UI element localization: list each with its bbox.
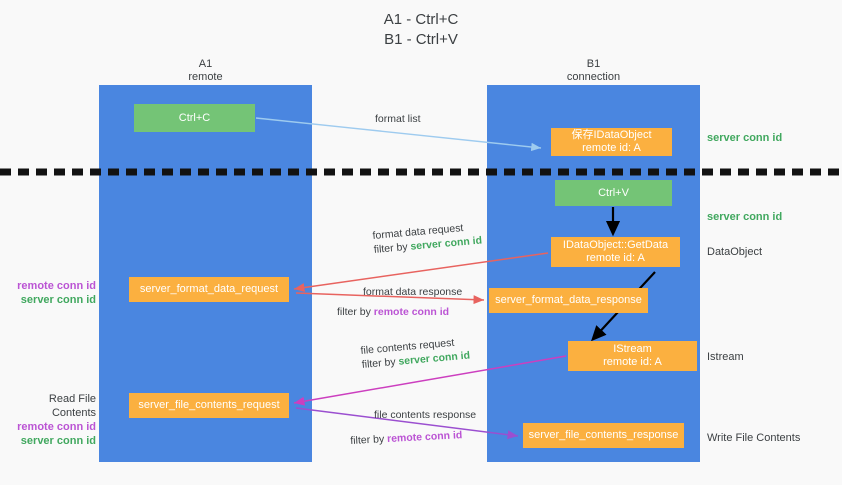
box-ctrl-c-label: Ctrl+C (178, 111, 211, 124)
label-file-contents-request-group: file contents request filter by server c… (360, 335, 471, 372)
label-filter-by-4: filter by remote conn id (350, 428, 463, 448)
divider-dashed-line (0, 168, 842, 176)
label-server-conn-id-mid: server conn id (707, 211, 783, 223)
box-server-file-contents-request-label: server_file_contents_request (138, 399, 280, 411)
filter-target-2: remote conn id (373, 306, 450, 318)
box-idataobject-title: 保存IDataObject (571, 129, 652, 141)
filter-by-text-4: filter by (350, 433, 385, 447)
box-ctrl-c[interactable]: Ctrl+C (134, 104, 255, 132)
box-server-file-contents-response[interactable]: server_file_contents_response (523, 423, 684, 448)
box-istream-title: IStream (613, 343, 652, 355)
label-remote-conn-id-2: remote conn id (17, 421, 96, 433)
label-istream: Istream (707, 351, 744, 363)
title-line-1: A1 - Ctrl+C (383, 11, 459, 28)
filter-by-text-3: filter by (361, 355, 397, 371)
box-ctrl-v[interactable]: Ctrl+V (555, 180, 672, 206)
lane-b1-sub: connection (566, 71, 621, 83)
box-server-file-contents-request[interactable]: server_file_contents_request (129, 393, 289, 418)
label-dataobject: DataObject (707, 246, 763, 258)
page-title: A1 - Ctrl+C B1 - Ctrl+V (0, 10, 842, 50)
box-getdata-title: IDataObject::GetData (562, 239, 669, 251)
filter-by-text-2: filter by (337, 306, 371, 318)
label-format-list: format list (375, 113, 421, 125)
filter-by-text-1: filter by (373, 240, 409, 256)
label-remote-conn-id-1: remote conn id (17, 280, 96, 292)
label-format-data-request-group: format data request filter by server con… (372, 220, 483, 257)
box-idataobject-getdata[interactable]: IDataObject::GetData remote id: A (551, 237, 680, 267)
box-istream-sub: remote id: A (603, 356, 662, 368)
title-line-2: B1 - Ctrl+V (384, 31, 458, 48)
box-server-format-data-request[interactable]: server_format_data_request (129, 277, 289, 302)
label-left-conn-ids-2: Read File Contents remote conn id server… (8, 392, 96, 448)
lane-a1-sub: remote (188, 71, 223, 83)
label-write-file-contents: Write File Contents (707, 432, 801, 444)
label-server-conn-id-top: server conn id (707, 132, 783, 144)
lane-header-b1: B1 connection (487, 58, 700, 84)
lane-a1-name: A1 (198, 58, 213, 70)
label-format-data-response: format data response (363, 286, 463, 298)
box-server-format-data-request-label: server_format_data_request (139, 283, 279, 295)
label-filter-by-2: filter by remote conn id (337, 305, 449, 319)
label-read-file-contents: Read File Contents (48, 393, 96, 419)
box-idataobject-sub: remote id: A (582, 142, 641, 154)
box-server-format-data-response[interactable]: server_format_data_response (489, 288, 648, 313)
label-left-conn-ids-1: remote conn id server conn id (8, 279, 96, 307)
box-idataobject[interactable]: 保存IDataObject remote id: A (551, 128, 672, 156)
box-server-file-contents-response-label: server_file_contents_response (528, 429, 679, 441)
filter-target-4: remote conn id (386, 429, 463, 446)
box-server-format-data-response-label: server_format_data_response (495, 294, 642, 306)
lane-header-a1: A1 remote (99, 58, 312, 84)
lane-b1-name: B1 (586, 58, 601, 70)
box-getdata-sub: remote id: A (586, 252, 645, 264)
label-file-contents-response: file contents response (374, 409, 477, 421)
box-ctrl-v-label: Ctrl+V (598, 186, 629, 199)
box-istream[interactable]: IStream remote id: A (568, 341, 697, 371)
label-server-conn-id-2: server conn id (20, 435, 96, 447)
label-server-conn-id-1: server conn id (20, 294, 96, 306)
